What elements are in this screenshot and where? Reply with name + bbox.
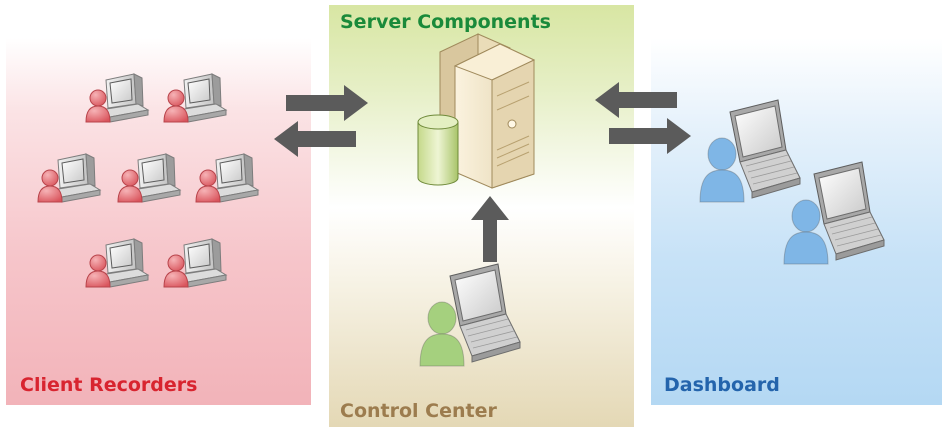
client-computer-icon	[163, 73, 227, 123]
control-center-laptop-icon	[419, 263, 521, 367]
client-computer-icon	[117, 153, 181, 203]
control-center-label: Control Center	[340, 400, 497, 422]
client-computer-icon	[163, 238, 227, 288]
arrow-right-icon	[286, 85, 368, 121]
client-computer-icon	[195, 153, 259, 203]
client-computer-icon	[85, 238, 149, 288]
client-computer-icon	[37, 153, 101, 203]
dashboard-label: Dashboard	[664, 374, 780, 396]
database-icon	[417, 114, 459, 186]
server-components-label: Server Components	[340, 11, 551, 33]
dashboard-laptop-icon	[699, 99, 801, 203]
arrow-up-icon	[471, 196, 509, 262]
client-recorders-label: Client Recorders	[20, 374, 198, 396]
arrow-left-icon	[274, 121, 356, 157]
arrow-left-icon	[595, 82, 677, 118]
arrow-right-icon	[609, 118, 691, 154]
client-computer-icon	[85, 73, 149, 123]
client-recorders-panel	[6, 38, 311, 405]
